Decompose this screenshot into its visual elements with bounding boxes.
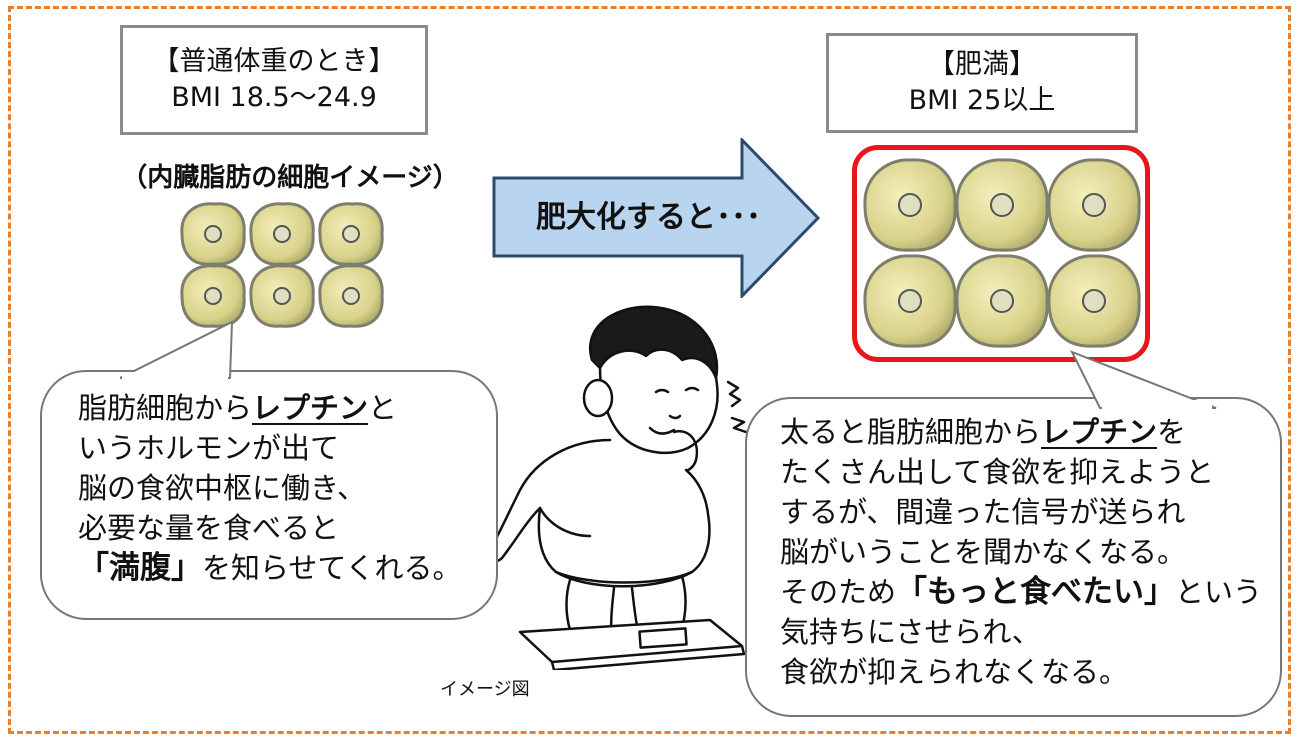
text-line: そのため「もっと食べたい」という xyxy=(780,574,1263,610)
text-line: 脂肪細胞からレプチンと xyxy=(78,391,398,425)
want-more-term: 「もっと食べたい」 xyxy=(896,574,1176,610)
text-line: たくさん出して食欲を抑えようと xyxy=(780,455,1215,489)
fat-cell xyxy=(318,202,384,266)
fat-cell xyxy=(249,202,315,266)
satiety-term: 「満腹」 xyxy=(78,550,202,586)
normal-explanation-text: 脂肪細胞からレプチンと いうホルモンが出て 脳の食欲中枢に働き、 必要な量を食べ… xyxy=(78,388,462,588)
enlarge-arrow xyxy=(492,138,822,298)
bubble-tail-right xyxy=(1070,350,1217,410)
normal-fat-cells xyxy=(176,200,388,330)
fat-cell xyxy=(955,254,1049,348)
fat-cell-caption: （内臓脂肪の細胞イメージ） xyxy=(121,163,459,193)
text-line: 気持ちにさせられ、 xyxy=(780,615,1041,649)
arrow-label: 肥大化すると･･･ xyxy=(536,200,761,235)
fat-cell xyxy=(249,264,315,328)
text-line: 「満腹」を知らせてくれる。 xyxy=(78,550,462,586)
obese-box: 【肥満】 BMI 25以上 xyxy=(826,33,1138,133)
text-line: 脳の食欲中枢に働き、 xyxy=(78,471,366,505)
normal-weight-title: 【普通体重のとき】 xyxy=(152,46,396,77)
text-line: 必要な量を食べると xyxy=(78,511,340,545)
fat-cell xyxy=(863,254,957,348)
dashed-frame xyxy=(8,6,1291,734)
obese-explanation-bubble xyxy=(745,397,1282,717)
illustration-caption: イメージ図 xyxy=(440,679,530,700)
normal-weight-bmi: BMI 18.5〜24.9 xyxy=(171,82,377,113)
fat-cell xyxy=(318,264,384,328)
text-line: するが、間違った信号が送られ xyxy=(780,495,1186,529)
fat-cell xyxy=(180,264,246,328)
fat-cell xyxy=(180,202,246,266)
normal-explanation-bubble xyxy=(40,370,498,620)
obese-title: 【肥満】 xyxy=(928,49,1036,80)
obese-bmi: BMI 25以上 xyxy=(908,85,1056,116)
person-on-scale-illustration xyxy=(460,300,750,670)
bubble-tail-left xyxy=(120,320,234,380)
fat-cell xyxy=(955,158,1049,252)
leptin-term: レプチン xyxy=(1041,415,1158,449)
text-line: いうホルモンが出て xyxy=(78,431,340,465)
leptin-term: レプチン xyxy=(252,391,369,425)
obese-fat-cells xyxy=(852,145,1150,362)
fat-cell xyxy=(863,158,957,252)
fat-cell xyxy=(1047,254,1141,348)
text-line: 食欲が抑えられなくなる。 xyxy=(780,655,1129,689)
fat-cell xyxy=(1047,158,1141,252)
obese-explanation-text: 太ると脂肪細胞からレプチンを たくさん出して食欲を抑えようと するが、間違った信… xyxy=(780,412,1262,692)
text-line: 脳がいうことを聞かなくなる。 xyxy=(780,535,1187,569)
text-line: 太ると脂肪細胞からレプチンを xyxy=(780,415,1187,449)
normal-weight-box: 【普通体重のとき】 BMI 18.5〜24.9 xyxy=(120,25,428,135)
